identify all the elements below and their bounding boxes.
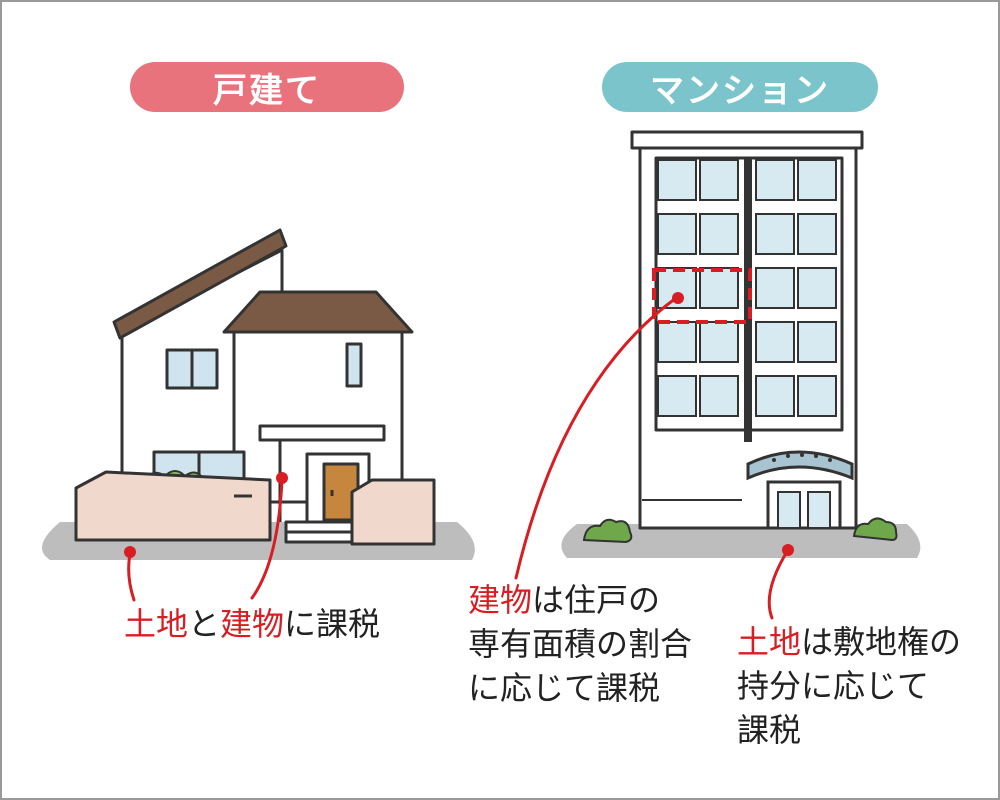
building-caption-line3: に応じて課税 (468, 669, 661, 707)
land-caption-highlight: 土地 (737, 623, 802, 661)
house-canopy (258, 424, 386, 442)
land-caption-line2: 持分に応じて (737, 667, 930, 705)
pointer-lines (127, 296, 790, 620)
unit-highlight-box (652, 268, 752, 324)
mansion-land-dot (782, 544, 794, 556)
house-label: 戸建て (130, 62, 404, 112)
house-caption: 土地と建物に課税 (124, 602, 380, 646)
pointer-dots (124, 292, 794, 558)
mansion-entrance-door (777, 491, 801, 529)
house-left-wall (74, 470, 272, 542)
mansion-shrub-right (852, 517, 898, 542)
mansion-window (755, 213, 795, 255)
house-caption-tax: に課税 (284, 605, 381, 643)
mansion-window (755, 321, 795, 363)
house-building-dot (276, 472, 288, 484)
house-slanted-roof (112, 228, 288, 340)
house-caption-building: 建物 (220, 605, 285, 643)
mansion-entrance-door (807, 491, 831, 529)
mansion-window (755, 267, 795, 309)
mansion-roof (630, 130, 864, 150)
house-building-pointer (250, 478, 284, 600)
building-unit-dot (672, 292, 684, 304)
house-caption-and: と (188, 605, 221, 643)
mansion-window (657, 375, 697, 417)
mansion-window (797, 267, 837, 309)
land-caption-line1: は敷地権の (801, 623, 962, 661)
house-land-dot (124, 546, 136, 558)
house-small-window (345, 342, 363, 388)
land-caption: 土地は敷地権の 持分に応じて 課税 (737, 620, 961, 752)
mansion-window (699, 159, 739, 201)
mansion-window (797, 321, 837, 363)
house-step-lower (284, 530, 360, 544)
mansion-window (797, 159, 837, 201)
building-caption: 建物は住戸の 専有面積の割合 に応じて課税 (468, 578, 692, 710)
mansion-window (657, 213, 697, 255)
mansion-window (797, 213, 837, 255)
mansion-window (699, 213, 739, 255)
mansion-window (699, 375, 739, 417)
mansion-window (699, 321, 739, 363)
mansion-window (657, 321, 697, 363)
mansion-canopy-dots (772, 453, 832, 462)
mansion-window (755, 159, 795, 201)
mansion-label: マンション (602, 62, 878, 112)
house-illustration (112, 228, 414, 544)
building-caption-highlight: 建物 (468, 581, 533, 619)
land-caption-line3: 課税 (737, 711, 802, 749)
mansion-shrub-left (582, 518, 633, 544)
mansion-window (699, 267, 739, 309)
mansion-window (657, 159, 697, 201)
building-unit-pointer (514, 296, 678, 580)
building-caption-line2: 専有面積の割合 (468, 625, 693, 663)
mansion-window (755, 375, 795, 417)
mansion-window (797, 375, 837, 417)
mansion-ground-shadow (561, 524, 921, 558)
house-right-wall (350, 478, 436, 546)
mansion-land-pointer (767, 548, 790, 620)
mansion-windows (657, 159, 837, 417)
house-land-pointer (127, 552, 136, 602)
house-gable-roof (222, 290, 414, 334)
building-caption-line1: は住戸の (532, 581, 661, 619)
house-caption-land: 土地 (124, 605, 189, 643)
